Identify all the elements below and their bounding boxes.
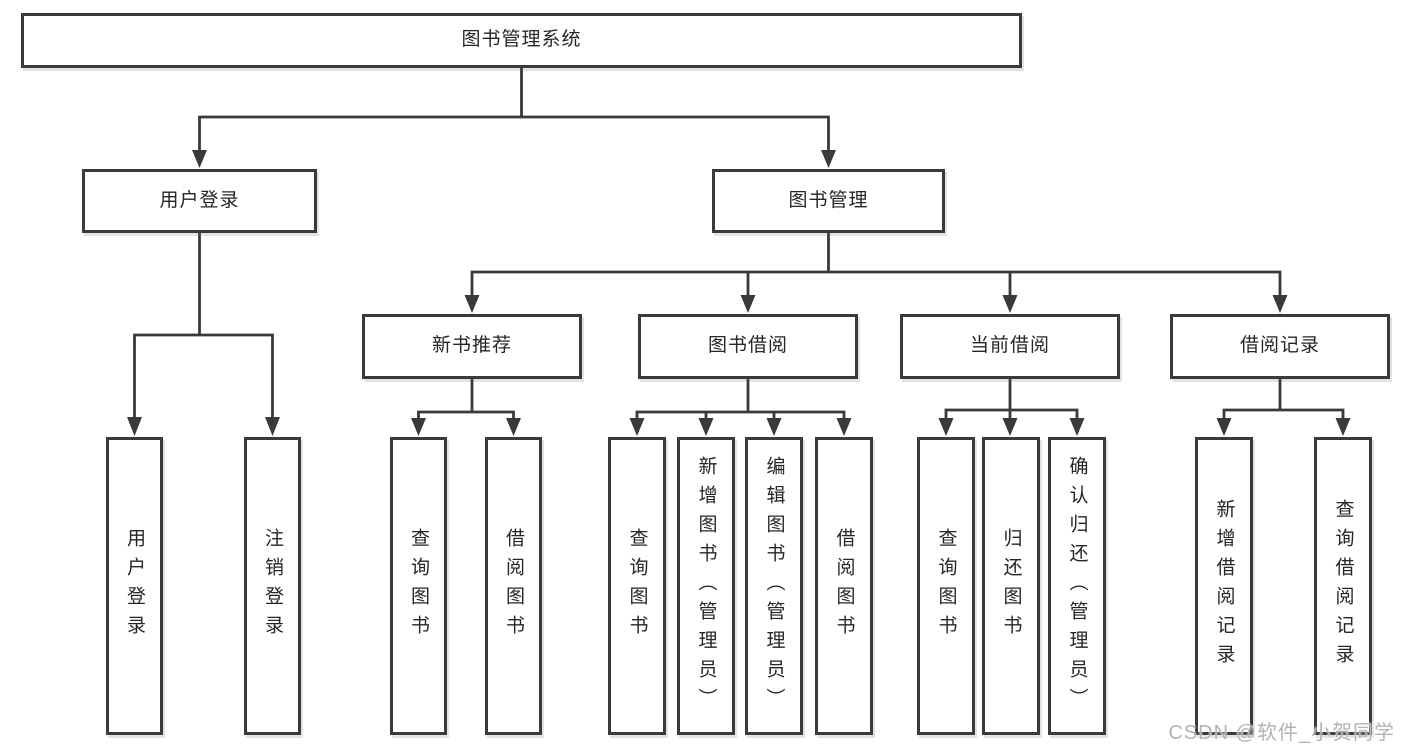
leaf-query-books-3: 查询图书: [917, 437, 975, 735]
arrow-down-icon: [938, 418, 954, 436]
node-current-borrowing: 当前借阅: [900, 314, 1120, 379]
arrow-down-icon: [127, 417, 142, 436]
leaf-add-borrow-record: 新增借阅记录: [1195, 437, 1253, 735]
node-label: 当前借阅: [969, 335, 1050, 357]
arrow-down-icon: [629, 418, 645, 436]
edge-newbook-to-leaves: [417, 377, 515, 423]
leaf-label: 查询图书: [935, 528, 957, 644]
arrow-down-icon: [740, 295, 756, 313]
node-label: 新书推荐: [431, 335, 512, 357]
leaf-label: 查询借阅记录: [1332, 499, 1354, 673]
arrow-down-icon: [766, 418, 782, 436]
arrow-down-icon: [464, 295, 480, 313]
leaf-return-books: 归还图书: [982, 437, 1040, 735]
csdn-watermark: CSDN @软件_小贺同学: [1168, 722, 1395, 744]
arrowheads: [127, 150, 1351, 436]
arrow-down-icon: [1002, 418, 1018, 436]
leaf-query-books-1: 查询图书: [390, 437, 447, 735]
arrow-down-icon: [1069, 418, 1085, 436]
edge-records-to-leaves: [1222, 377, 1345, 423]
edge-bookmgmt-to-level3: [470, 231, 1282, 300]
arrow-down-icon: [836, 418, 852, 436]
node-label: 借阅记录: [1239, 335, 1320, 357]
node-user-login: 用户登录: [82, 169, 317, 233]
leaf-label: 借阅图书: [503, 528, 524, 644]
leaf-user-login: 用户登录: [106, 437, 163, 735]
arrow-down-icon: [821, 150, 836, 168]
leaf-label: 新增图书（管理员）: [695, 455, 717, 717]
node-book-management: 图书管理: [712, 169, 945, 233]
arrow-down-icon: [192, 150, 207, 168]
node-label: 图书借阅: [707, 335, 788, 357]
leaf-label: 确认归还（管理员）: [1066, 455, 1088, 717]
leaf-label: 查询图书: [626, 528, 648, 644]
arrow-down-icon: [265, 417, 280, 436]
arrow-down-icon: [506, 418, 521, 436]
arrow-down-icon: [1002, 295, 1018, 313]
leaf-add-books-admin: 新增图书（管理员）: [677, 437, 735, 735]
leaf-label: 新增借阅记录: [1213, 499, 1235, 673]
arrow-down-icon: [1216, 418, 1232, 436]
leaf-borrow-books-1: 借阅图书: [485, 437, 542, 735]
node-label: 用户登录: [159, 189, 240, 211]
leaf-query-books-2: 查询图书: [608, 437, 666, 735]
node-borrowing-records: 借阅记录: [1170, 314, 1390, 379]
node-label: 图书管理系统: [461, 29, 582, 51]
leaf-label: 归还图书: [1000, 528, 1022, 644]
leaf-label: 借阅图书: [833, 528, 855, 644]
leaf-borrow-books-2: 借阅图书: [815, 437, 873, 735]
leaf-confirm-return-admin: 确认归还（管理员）: [1048, 437, 1106, 735]
edge-borrow-to-leaves: [635, 377, 846, 423]
arrow-down-icon: [411, 418, 426, 436]
leaf-logout: 注销登录: [244, 437, 301, 735]
leaf-label: 编辑图书（管理员）: [763, 455, 785, 717]
arrow-down-icon: [1335, 418, 1351, 436]
edge-current-to-leaves: [944, 377, 1079, 423]
leaf-edit-books-admin: 编辑图书（管理员）: [745, 437, 803, 735]
leaf-label: 注销登录: [262, 528, 283, 644]
arrow-down-icon: [1272, 295, 1288, 313]
edge-root-to-level2: [198, 66, 830, 154]
leaf-query-borrow-record: 查询借阅记录: [1314, 437, 1372, 735]
leaf-label: 查询图书: [408, 528, 429, 644]
node-label: 图书管理: [788, 189, 869, 211]
node-book-borrowing: 图书借阅: [638, 314, 858, 379]
leaf-label: 用户登录: [124, 528, 145, 644]
node-library-management-system: 图书管理系统: [21, 13, 1022, 68]
edge-userlogin-to-leaves: [133, 231, 274, 423]
node-new-book-recommendation: 新书推荐: [362, 314, 582, 379]
arrow-down-icon: [698, 418, 714, 436]
